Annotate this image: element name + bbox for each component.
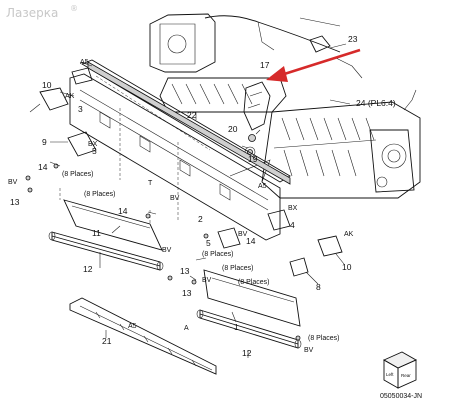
bracket-5-center	[217, 227, 241, 249]
bracket-3	[71, 67, 93, 85]
ak-label-left: AK	[65, 93, 75, 100]
part-label-4: 4	[290, 220, 295, 230]
box-label-rear: Rear	[401, 373, 411, 378]
part-label-22: 22	[187, 110, 197, 120]
places-label-5: (8 Places)	[238, 279, 270, 286]
part-label-2: 2	[198, 214, 203, 224]
bracket-4	[267, 209, 291, 231]
part-label-24: 24 (PL6.4)	[356, 98, 396, 108]
part-label-13-center: 13	[180, 266, 190, 276]
ak-label-right: AK	[344, 231, 354, 238]
part-label-12-left: 12	[83, 264, 93, 274]
roller-12-right	[196, 309, 302, 349]
leader-lines	[29, 43, 351, 358]
bracket-10-left	[39, 87, 75, 111]
package-box-icon: Left Rear	[383, 351, 417, 389]
bx-label-left: BX	[88, 141, 98, 148]
part-label-19: 19	[248, 154, 258, 164]
a5-label-bottom: A5	[128, 323, 137, 330]
main-frame-plate	[69, 73, 281, 241]
bv-label-center: BV	[170, 195, 180, 202]
places-label-6: (8 Places)	[308, 335, 340, 342]
part-label-14-right: 14	[246, 236, 256, 246]
bv-label-lower: BV	[202, 277, 212, 284]
drive-assembly-24	[229, 89, 421, 199]
part-label-13-left: 13	[10, 197, 20, 207]
part-label-23: 23	[348, 34, 358, 44]
places-label-3: (8 Places)	[202, 251, 234, 258]
bracket-17	[243, 81, 271, 158]
bv-label-left: BV	[8, 179, 18, 186]
part-label-5-center: 5	[206, 238, 211, 248]
part-label-3: 3	[78, 104, 83, 114]
part-label-5-left: 5	[92, 146, 97, 156]
roller-12-left	[48, 231, 164, 271]
bv-label-right: BV	[238, 231, 248, 238]
part-label-9: 9	[42, 137, 47, 147]
a5-label-right: A5	[258, 183, 267, 190]
t-label: T	[148, 180, 153, 187]
red-arrow-indicator	[266, 48, 361, 82]
part-label-21: 21	[102, 336, 112, 346]
holder-1	[203, 269, 301, 327]
places-label-1: (8 Places)	[62, 171, 94, 178]
bracket-10-right	[317, 235, 343, 257]
bx-label-right: BX	[288, 205, 298, 212]
screws	[25, 163, 301, 341]
part-label-13-lower: 13	[182, 288, 192, 298]
places-label-2: (8 Places)	[84, 191, 116, 198]
upper-frame-assembly	[149, 13, 363, 113]
part-label-17: 17	[260, 60, 270, 70]
diagram-code: 05050034-JN	[380, 393, 422, 400]
part-label-10-right: 10	[342, 262, 352, 272]
part-label-8: 8	[316, 282, 321, 292]
part-label-11: 11	[92, 228, 101, 238]
part-label-14-center: 14	[118, 206, 128, 216]
a5-label-top: A5	[80, 59, 89, 66]
a-label: A	[184, 325, 189, 332]
part-label-14-left: 14	[38, 162, 48, 172]
bv-label-bottom: BV	[304, 347, 314, 354]
bracket-9	[67, 131, 97, 157]
watermark-text: Лазерка	[6, 6, 58, 20]
part-label-1: 1	[234, 322, 239, 332]
places-label-4: (8 Places)	[222, 265, 254, 272]
box-label-left: Left	[386, 372, 394, 377]
guide-21	[69, 297, 217, 375]
part-label-12-right: 12	[242, 348, 252, 358]
watermark-registered-mark: ®	[70, 4, 78, 13]
part-label-10-left: 10	[42, 80, 52, 90]
bv-label-mid: BV	[162, 247, 172, 254]
bracket-8	[289, 257, 309, 277]
long-rail-22	[80, 59, 291, 185]
part-label-20: 20	[228, 124, 238, 134]
